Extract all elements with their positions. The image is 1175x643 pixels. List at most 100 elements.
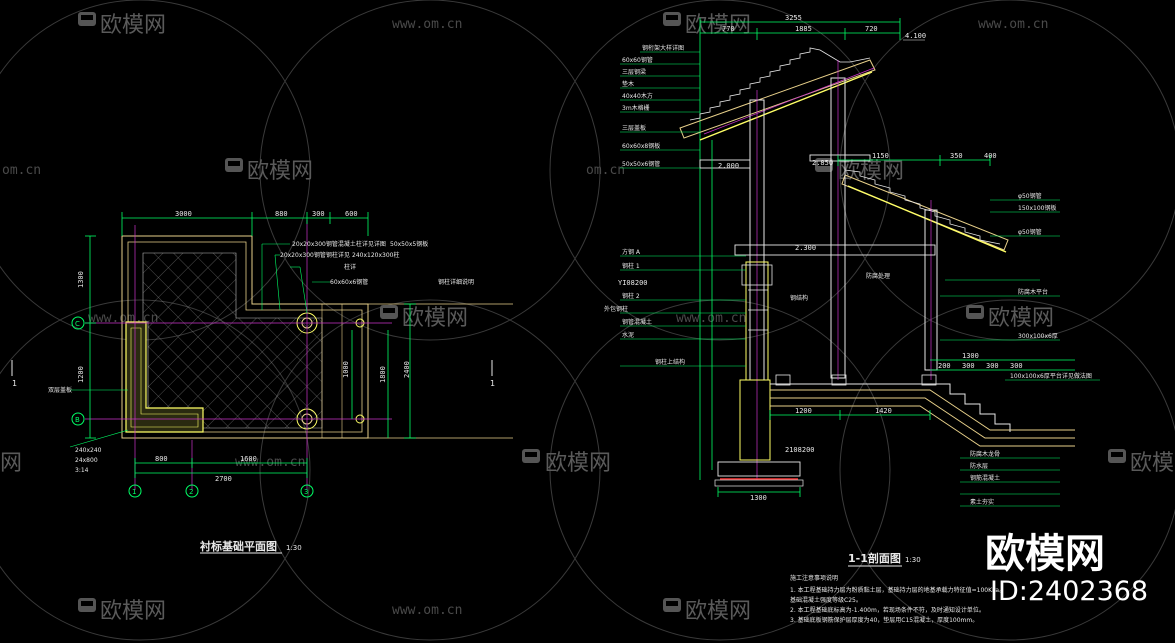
section-note: 50x50x6钢管 [622, 160, 660, 168]
watermarks: 欧模网 www.om.cn 欧模网 www.om.cn om.cn 欧模网 om… [0, 12, 1175, 624]
section-dim-bottom: 1420 [875, 407, 892, 415]
section-label: 2108200 [785, 446, 815, 454]
plan-dim-right: 1800 [379, 366, 387, 383]
section-dim-top: 770 [722, 25, 735, 33]
section-note: φ50钢管 [1018, 228, 1042, 236]
plan-dim-right: 2400 [403, 361, 411, 378]
grid-label: 3 [304, 488, 308, 496]
section-mark: 1 [490, 379, 495, 388]
plan-label: 24x800 [75, 457, 98, 464]
section-note: 防腐木平台 [1018, 288, 1048, 296]
grid-label: C [75, 320, 80, 328]
section-note: 钢结构 [790, 294, 808, 302]
section-elev: 4.100 [905, 32, 926, 40]
plan-dim-left: 1300 [77, 271, 85, 288]
section-note: 60x60钢管 [622, 56, 653, 64]
section-note: 三层钢梁 [622, 68, 646, 76]
section-dim-top: 3255 [785, 14, 802, 22]
watermark: 欧模网 [685, 13, 751, 38]
section-note: 钢筋混凝土 [970, 474, 1000, 482]
plan-dim-total: 2700 [215, 475, 232, 483]
watermark: 欧模网 [545, 451, 611, 476]
plan-dim-top: 3000 [175, 210, 192, 218]
section-dim-stair: 300 [1010, 362, 1023, 370]
plan-note: 50x50x5钢板 [390, 240, 428, 248]
watermark-logo-icon [78, 12, 96, 26]
section-view: 3255 770 1885 720 4.100 [604, 14, 1100, 624]
section-note: 方钢 A [622, 248, 641, 256]
section-note: 3m木格栅 [622, 104, 650, 112]
section-dim-mid: 400 [984, 152, 997, 160]
section-dim-top: 1885 [795, 25, 812, 33]
section-elev: 2.850 [812, 159, 833, 167]
section-note: 钢桁架大样详图 [642, 44, 684, 52]
section-dim-stair: 300 [962, 362, 975, 370]
watermark-logo-icon [78, 598, 96, 612]
section-note: 钢管混凝土 [622, 318, 652, 326]
brand-logo-text: 欧模网 [985, 531, 1105, 577]
plan-note: 双层盖板 [48, 386, 72, 394]
section-title: 1-1剖面图 [848, 551, 901, 565]
notes-line: 3. 基础底板钢筋保护层厚度为40，垫层用C15混凝土，厚度100mm。 [790, 616, 978, 624]
section-elev: 2.300 [795, 244, 816, 252]
section-note: 40x40木方 [622, 92, 653, 100]
plan-dim-right: 1000 [342, 361, 350, 378]
plan-note: 钢柱详细说明 [438, 278, 474, 286]
section-note: 100x100x6厚平台详见做法图 [1010, 372, 1092, 380]
watermark-logo-icon [966, 305, 984, 319]
plan-note: 60x60x6钢管 [330, 278, 368, 286]
watermark-url: www.om.cn [235, 455, 305, 470]
grid-label: B [75, 416, 80, 424]
section-roof-lower [841, 169, 1009, 253]
plan-scale: 1:30 [286, 544, 302, 552]
section-dim-stair: 300 [986, 362, 999, 370]
section-dim-top: 720 [865, 25, 878, 33]
plan-label: 240x240 [75, 447, 102, 454]
watermark-url: om.cn [2, 163, 41, 178]
watermark: 欧模网 [100, 599, 166, 624]
section-footing [714, 461, 804, 487]
plan-note: 柱详 [344, 263, 356, 271]
section-deck [770, 383, 1075, 447]
section-note: 垫木 [622, 80, 634, 88]
section-dim-mid: 1150 [872, 152, 889, 160]
watermark-url: om.cn [586, 163, 625, 178]
plan-note: 240x120x300柱 [352, 251, 399, 259]
watermark: 欧模网 [838, 159, 904, 184]
notes-line: 2. 本工程基础底标高为-1.400m，若现场条件不符，及时通知设计单位。 [790, 606, 985, 614]
plan-title: 衬标基础平面图 [200, 539, 277, 553]
section-note: 60x60x8钢板 [622, 142, 660, 150]
watermark-url: www.om.cn [392, 603, 462, 618]
section-note: 150x100钢板 [1018, 204, 1056, 212]
watermark: 欧模网 [988, 306, 1054, 331]
section-label: YI08200 [618, 279, 648, 287]
section-base-width: 1300 [750, 494, 767, 502]
plan-dim-left: 1200 [77, 366, 85, 383]
watermark-logo-icon [815, 158, 833, 172]
section-note: 钢柱 2 [622, 292, 640, 300]
foundation-plan: 1 1 3000 880 300 600 800 1600 2 [11, 210, 513, 554]
watermark-logo-icon [663, 598, 681, 612]
section-columns [749, 77, 938, 381]
notes-heading: 施工注意事项说明 [790, 574, 838, 582]
plan-dim-top: 600 [345, 210, 358, 218]
grid-label: 1 [132, 488, 136, 496]
watermark-logo-icon [663, 12, 681, 26]
plan-dim-bottom: 800 [155, 455, 168, 463]
section-note: 防水层 [970, 462, 988, 470]
plan-dim-top: 300 [312, 210, 325, 218]
section-note: 水泥 [622, 331, 634, 339]
section-roof-upper [679, 47, 876, 141]
section-note: 300x100x6厚 [1018, 333, 1058, 340]
section-elev: 2.000 [718, 162, 739, 170]
watermark: 欧模网 [100, 13, 166, 38]
section-note: 三层盖板 [622, 124, 646, 132]
section-dim-stair-total: 1300 [962, 352, 979, 360]
section-dim-stair: 200 [938, 362, 951, 370]
notes-line: 1. 本工程基础持力层为粉质黏土层，基础持力层的地基承载力特征值=100KPa。 [790, 586, 1005, 594]
watermark-url: www.om.cn [676, 311, 746, 326]
notes-line: 基础混凝土强度等级C25。 [790, 596, 862, 604]
grid-label: 2 [189, 488, 193, 496]
watermark-url: www.om.cn [978, 17, 1048, 32]
